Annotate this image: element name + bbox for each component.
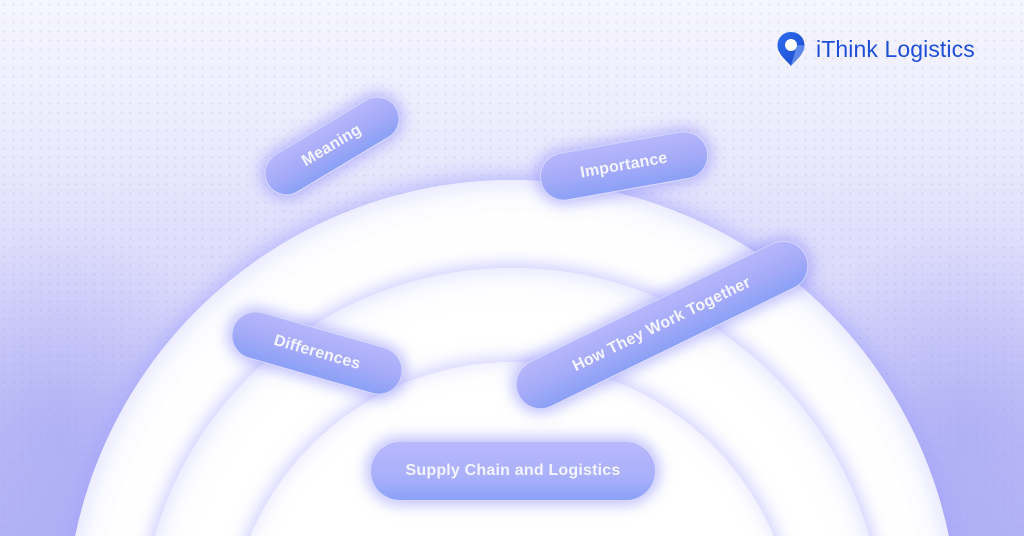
topic-label: Differences xyxy=(271,332,363,374)
center-topic-pill: Supply Chain and Logistics xyxy=(370,441,656,501)
map-pin-icon xyxy=(776,31,806,67)
brand-logo: iThink Logistics xyxy=(776,31,975,67)
brand-name: iThink Logistics xyxy=(816,35,975,62)
topic-label: Importance xyxy=(578,149,669,182)
center-topic-label: Supply Chain and Logistics xyxy=(405,462,621,479)
